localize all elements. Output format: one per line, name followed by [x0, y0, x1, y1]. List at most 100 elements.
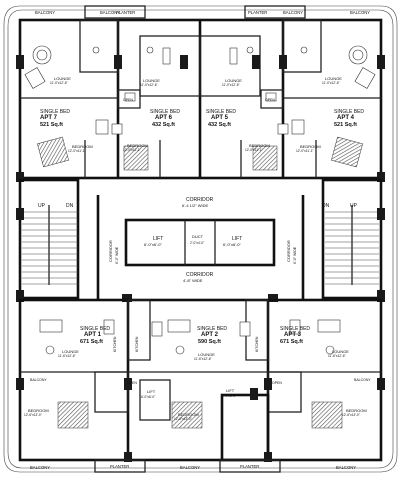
- open-label-top-left: OPEN: [123, 98, 133, 102]
- corridor-dim-right: 6'-0" WIDE: [293, 246, 297, 264]
- apt1-lounge: LOUNGE: [62, 349, 79, 354]
- apt6-lounge-dim: 11'-0"x12'-6": [140, 83, 158, 87]
- apt6-bed: SINGLE BED: [150, 109, 180, 115]
- corridor-label-right: CORRIDOR: [286, 240, 291, 262]
- core-labels: CORRIDOR 6'-4 1/2" WIDE CORRIDOR 4'-8" W…: [38, 197, 358, 283]
- balcony-label-top-2: BALCONY: [100, 10, 120, 15]
- apt5-lounge: LOUNGE: [225, 78, 242, 83]
- core-columns: [16, 208, 385, 302]
- duct-dim: 2'-0"x4'-0": [190, 241, 204, 245]
- balcony-label-bottom-left: BALCONY: [30, 465, 50, 470]
- apt5-bedroom-dim: 12'-0"x11'-1": [245, 148, 263, 152]
- apt3-name: APT 3: [284, 332, 302, 338]
- balcony-label-bottom-right: BALCONY: [336, 465, 356, 470]
- apt4-lounge-dim: 11'-0"x12'-6": [322, 81, 340, 85]
- stair-up-left: UP: [38, 203, 46, 209]
- apt1-bedroom-dim: 12'-6"x13'-0": [24, 413, 42, 417]
- apt3-bedroom: BEDROOM: [346, 408, 367, 413]
- apt1-bed: SINGLE BED: [80, 326, 110, 332]
- apt4-bed: SINGLE BED: [334, 109, 364, 115]
- lift-dim-bottom: 6'-0"x6'-0": [222, 394, 236, 398]
- apt2-bedroom-dim: 12'-6"x13'-0": [174, 417, 192, 421]
- corridor-dim-bottom: 4'-8" WIDE: [183, 278, 203, 283]
- apt7-bed: SINGLE BED: [40, 109, 70, 115]
- open-label-bottom-right: OPEN: [272, 381, 282, 385]
- open-label-top-right: OPEN: [265, 98, 275, 102]
- top-open-labels: OPEN OPEN: [123, 98, 275, 102]
- duct-label: DUCT: [192, 234, 204, 239]
- balcony-label-mid-left: BALCONY: [30, 378, 47, 382]
- corridor-label-bottom: CORRIDOR: [186, 272, 214, 278]
- lift-label-bottom-2: LIFT: [147, 389, 156, 394]
- apt2-bedroom: BEDROOM: [178, 412, 199, 417]
- columns-top: [16, 55, 385, 182]
- corridor-label-left: CORRIDOR: [108, 240, 113, 262]
- apt4-area: 521 Sq.ft: [334, 122, 357, 128]
- planter-label-top: PLANTER: [248, 10, 267, 15]
- corridor-label-top: CORRIDOR: [186, 197, 214, 203]
- lift-label-right: LIFT: [232, 236, 242, 242]
- apt7-lounge-dim: 11'-0"x12'-6": [50, 81, 68, 85]
- apt2-lounge-dim: 11'-6"x12'-6": [194, 357, 212, 361]
- apt5-bedroom: BEDROOM: [249, 143, 270, 148]
- apt6-bedroom: BEDROOM: [127, 143, 148, 148]
- stair-dn-left: DN: [66, 203, 74, 209]
- corridor-dim-top: 6'-4 1/2" WIDE: [182, 203, 209, 208]
- apt6-area: 432 Sq.ft: [152, 122, 175, 128]
- apt1-bedroom: BEDROOM: [28, 408, 49, 413]
- apt7-labels: SINGLE BED APT 7 521 Sq.ft LOUNGE 11'-0"…: [40, 76, 93, 153]
- apt2-name: APT 2: [201, 332, 219, 338]
- stair-dn-right: DN: [322, 203, 330, 209]
- balcony-label-top-right: BALCONY: [350, 10, 370, 15]
- planter-label-top-2: PLANTER: [116, 10, 135, 15]
- core-walls: [18, 178, 383, 300]
- apt4-labels: SINGLE BED APT 4 521 Sq.ft LOUNGE 11'-0"…: [296, 76, 364, 153]
- apt3-lounge-dim: 11'-6"x12'-6": [328, 354, 346, 358]
- stair-up-right: UP: [350, 203, 358, 209]
- apt7-bedroom: BEDROOM: [72, 144, 93, 149]
- corridor-dim-left: 6'-0" WIDE: [115, 246, 119, 264]
- bottom-misc-labels: LIFT 6'-0"x6'-0" LIFT 6'-0"x6'-0" OPEN O…: [30, 378, 371, 399]
- site-boundary: [3, 5, 398, 473]
- apt5-lounge-dim: 11'-0"x12'-6": [222, 83, 240, 87]
- lift-label-bottom: LIFT: [226, 388, 235, 393]
- bottom-balconies: BALCONY PLANTER PLANTER BALCONY BALCONY: [30, 459, 356, 473]
- apt1-area: 671 Sq.ft: [80, 339, 103, 345]
- columns-bottom: [16, 378, 385, 462]
- apt7-lounge: LOUNGE: [54, 76, 71, 81]
- apt4-bedroom: BEDROOM: [300, 144, 321, 149]
- planter-label-bottom-2: PLANTER: [240, 464, 259, 469]
- balcony-label-top-left: BALCONY: [35, 10, 55, 15]
- apt5-labels: SINGLE BED APT 5 432 Sq.ft LOUNGE 11'-0"…: [206, 78, 270, 152]
- apt3-kitchen: KITCHEN: [255, 336, 259, 352]
- apt1-labels: SINGLE BED APT 1 671 Sq.ft LOUNGE 11'-6"…: [24, 326, 117, 417]
- apt1-kitchen: KITCHEN: [113, 336, 117, 352]
- lift-dim-left: 6'-0"x6'-0": [144, 242, 163, 247]
- open-label-bottom-left: OPEN: [127, 381, 137, 385]
- furniture-top: [24, 45, 376, 171]
- apt3-bed: SINGLE BED: [280, 326, 310, 332]
- apt3-area: 671 Sq.ft: [280, 339, 303, 345]
- apt4-bedroom-dim: 12'-0"x11'-1": [296, 149, 314, 153]
- apt3-bedroom-dim: 12'-6"x13'-0": [342, 413, 360, 417]
- apt6-name: APT 6: [155, 115, 173, 121]
- apt4-lounge: LOUNGE: [325, 76, 342, 81]
- stair-treads: [22, 211, 379, 285]
- planter-label-bottom-1: PLANTER: [110, 464, 129, 469]
- lift-dim-bottom-2: 6'-0"x6'-0": [141, 395, 155, 399]
- balcony-label-bottom-mid: BALCONY: [180, 465, 200, 470]
- apt3-labels: SINGLE BED APT 3 671 Sq.ft LOUNGE 11'-6"…: [255, 326, 367, 417]
- apt2-bed: SINGLE BED: [197, 326, 227, 332]
- top-block-walls: [18, 18, 383, 180]
- apt5-bed: SINGLE BED: [206, 109, 236, 115]
- apt2-kitchen: KITCHEN: [135, 336, 139, 352]
- lift-dim-right: 6'-0"x6'-0": [223, 242, 242, 247]
- apt1-name: APT 1: [84, 332, 102, 338]
- apt4-name: APT 4: [337, 115, 355, 121]
- apt5-name: APT 5: [211, 115, 229, 121]
- apt5-area: 432 Sq.ft: [208, 122, 231, 128]
- apt7-bedroom-dim: 12'-0"x11'-1": [68, 149, 86, 153]
- apt6-lounge: LOUNGE: [143, 78, 160, 83]
- apt7-area: 521 Sq.ft: [40, 122, 63, 128]
- apt3-lounge: LOUNGE: [332, 349, 349, 354]
